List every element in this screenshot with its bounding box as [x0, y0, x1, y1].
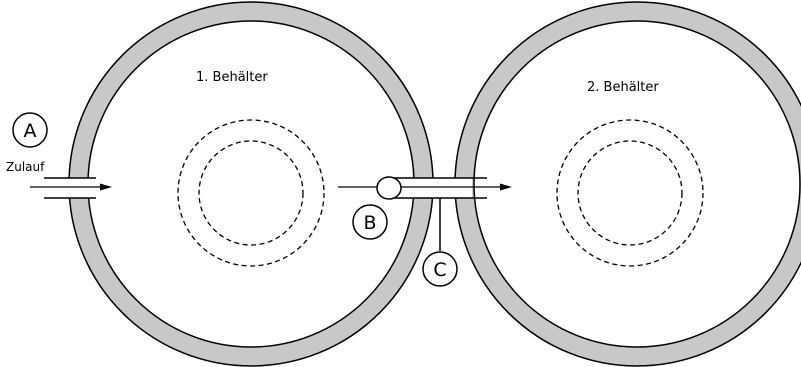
tank-1-inner-dashed-ring-inner [198, 140, 304, 246]
marker-c: C [422, 198, 458, 287]
tank-2-inner-dashed-ring-outer [556, 119, 704, 267]
pipe-wall-gap-fill [390, 178, 472, 198]
pipe-opening [376, 176, 402, 200]
marker-b-letter: B [363, 212, 376, 234]
marker-a: A [12, 112, 48, 148]
inlet-wall-gap-fill [60, 178, 100, 198]
tank-2-wall-inner-edge [473, 20, 801, 348]
tank-1-label: 1. Behälter [196, 70, 268, 85]
marker-c-letter: C [433, 259, 446, 281]
tank-1-inner-dashed-ring-outer [177, 119, 325, 267]
marker-a-letter: A [24, 120, 37, 142]
tank-1-wall [69, 2, 433, 366]
connecting-pipe [338, 176, 512, 200]
tank-2-wall [455, 2, 801, 366]
marker-a-circle [12, 112, 48, 148]
inlet-arrow-head [100, 183, 112, 191]
marker-c-circle [422, 251, 458, 287]
tank-2-label: 2. Behälter [587, 80, 659, 95]
tank-2-inner-dashed-ring-inner [577, 140, 683, 246]
tank-2: 2. Behälter [454, 1, 801, 367]
flow-arrow-head [500, 183, 512, 191]
marker-b-circle [352, 204, 388, 240]
marker-b: B [352, 204, 388, 240]
inlet-label: Zulauf [6, 160, 45, 174]
inlet-pipe: Zulauf [6, 160, 112, 199]
